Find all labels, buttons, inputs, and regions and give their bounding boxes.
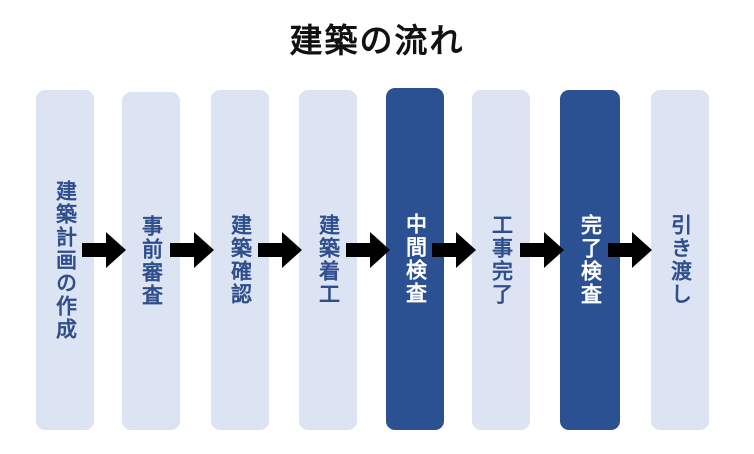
arrow-right-icon — [520, 232, 564, 268]
diagram-title: 建築の流れ — [289, 21, 465, 60]
step-label: 中間検査 — [403, 213, 428, 305]
step-label: 建築着工 — [316, 214, 341, 306]
step-interim-inspection: 中間検査 — [386, 88, 444, 430]
step-label: 引き渡し — [668, 214, 693, 306]
step-label: 完了検査 — [578, 214, 603, 306]
step-handover: 引き渡し — [651, 90, 709, 430]
arrow-right-icon — [432, 232, 476, 268]
step-pre-review: 事前審査 — [122, 92, 180, 430]
step-label: 建築計画の作成 — [53, 179, 78, 341]
arrow-right-icon — [82, 232, 126, 268]
arrow-right-icon — [170, 232, 214, 268]
step-completion-inspection: 完了検査 — [560, 90, 620, 430]
step-label: 建築確認 — [228, 214, 253, 306]
step-construction-complete: 工事完了 — [472, 90, 530, 430]
step-building-plan: 建築計画の作成 — [36, 90, 94, 430]
step-label: 工事完了 — [489, 214, 514, 306]
arrow-right-icon — [608, 232, 652, 268]
arrow-right-icon — [258, 232, 302, 268]
step-building-confirmation: 建築確認 — [211, 90, 269, 430]
step-label: 事前審査 — [139, 215, 164, 307]
arrow-right-icon — [346, 232, 390, 268]
step-construction-start: 建築着工 — [299, 90, 357, 430]
